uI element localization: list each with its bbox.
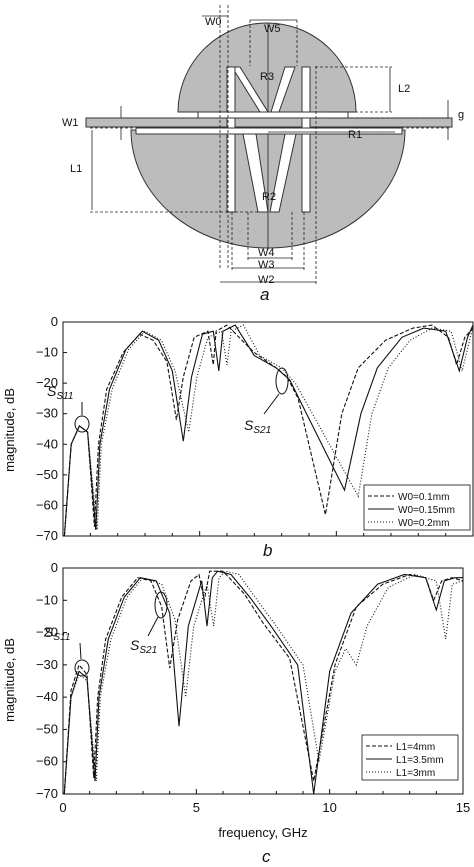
chart-c-ytick-label-5: −50 xyxy=(36,721,58,736)
chart-c-frame xyxy=(62,567,464,795)
dim-g: g xyxy=(458,109,464,121)
chart-c-series-2 xyxy=(63,570,464,795)
chart-b-frame xyxy=(62,321,474,537)
dim-w2: W2 xyxy=(258,274,275,286)
chart-b-ytick-label-6: −60 xyxy=(36,497,58,512)
dim-w1: W1 xyxy=(62,117,79,129)
chart-b-series-0 xyxy=(63,324,474,537)
chart-c-ytick-label-2: −20 xyxy=(36,625,58,640)
lower-right-slot xyxy=(269,133,297,213)
chart-b-legend-label-2: W0=0.2mm xyxy=(398,518,449,529)
dim-r1: R1 xyxy=(348,129,362,141)
chart-c-s11-arrow xyxy=(79,642,82,660)
chart-c-s21-label: SS21 xyxy=(130,637,157,656)
dim-l2: L2 xyxy=(398,83,410,95)
chart-b-s11-marker xyxy=(74,415,90,433)
dim-w5: W5 xyxy=(264,23,281,35)
chart-c-legend-label-2: L1=3mm xyxy=(396,768,435,779)
panel-label-c: c xyxy=(262,847,271,866)
chart-b-s11-label: SS11 xyxy=(47,383,73,402)
dim-r2: R2 xyxy=(262,191,276,203)
chart-b-legend-box xyxy=(363,484,471,531)
lower-horizontal-slot xyxy=(135,127,403,135)
chart-c-ytick-label-6: −60 xyxy=(36,754,58,769)
chart-b-ytick-label-0: 0 xyxy=(51,314,58,329)
chart-b-s21-label: SS21 xyxy=(244,417,271,436)
chart-b-legend-label-0: W0=0.1mm xyxy=(398,492,449,503)
panel-label-a: a xyxy=(260,285,269,304)
panel-label-b: b xyxy=(263,541,272,560)
dim-w4: W4 xyxy=(258,247,275,259)
upper-disc xyxy=(177,22,357,113)
chart-b-series-2 xyxy=(63,324,474,537)
chart-c-series-1 xyxy=(63,570,463,795)
chart-b-axes: 0 −10 −20 −30 −40 −50 −60 −70 xyxy=(36,314,447,543)
chart-c-series xyxy=(63,570,464,795)
dim-r3: R3 xyxy=(260,71,274,83)
chart-b-s21-arrow xyxy=(263,393,280,415)
chart-b-ytick-label-5: −50 xyxy=(36,467,58,482)
right-cross-slot xyxy=(301,66,311,213)
chart-c-ylabel: magnitude, dB xyxy=(2,638,17,722)
chart-b-s21-marker xyxy=(275,367,289,395)
chart-b-ylabel: magnitude, dB xyxy=(2,388,17,472)
feed-line xyxy=(85,117,453,128)
chart-c-s21-arrow xyxy=(147,616,159,637)
chart-b-ytick-label-2: −20 xyxy=(36,375,58,390)
dimension-lines xyxy=(90,5,450,285)
chart-b: 0 −10 −20 −30 −40 −50 −60 −70 magnitude, dB SS1… xyxy=(2,314,474,560)
chart-b-series xyxy=(63,324,474,537)
chart-b-ytick-label-7: −70 xyxy=(36,528,58,543)
dim-w3: W3 xyxy=(258,259,275,271)
dimension-labels: W0 W5 R3 L2 g W1 R1 L1 R2 W4 W3 W2 xyxy=(62,16,464,286)
chart-b-ytick-label-4: −40 xyxy=(36,436,58,451)
dim-w0: W0 xyxy=(205,16,222,28)
chart-c-xlabel: frequency, GHz xyxy=(218,825,307,840)
chart-c-legend-label-1: L1=3.5mm xyxy=(396,755,444,766)
chart-b-ytick-label-3: −30 xyxy=(36,406,58,421)
chart-b-legend-label-1: W0=0.15mm xyxy=(398,505,455,516)
dim-l1: L1 xyxy=(70,163,82,175)
upper-horizontal-slot xyxy=(197,111,349,119)
chart-b-ytick-label-1: −10 xyxy=(36,345,58,360)
chart-c-xtick-label-0: 0 xyxy=(59,800,66,815)
chart-c-ytick-label-4: −40 xyxy=(36,689,58,704)
slots xyxy=(135,66,403,213)
chart-c-ytick-label-0: 0 xyxy=(51,560,58,575)
chart-c-ytick-label-1: −10 xyxy=(36,592,58,607)
chart-c-s11-marker xyxy=(74,659,90,677)
chart-c-s21-marker xyxy=(154,591,168,619)
antenna-filter-diagram: W0 W5 R3 L2 g W1 R1 L1 R2 W4 W3 W2 a xyxy=(62,5,464,304)
chart-c-legend-label-0: L1=4mm xyxy=(396,742,435,753)
chart-c-xtick-label-2: 10 xyxy=(322,800,336,815)
chart-c-xtick-label-1: 5 xyxy=(193,800,200,815)
chart-c-xtick-label-3: 15 xyxy=(456,800,470,815)
chart-c-ytick-label-3: −30 xyxy=(36,657,58,672)
chart-c-ytick-label-7: −70 xyxy=(36,786,58,801)
chart-b-series-1 xyxy=(63,324,474,537)
